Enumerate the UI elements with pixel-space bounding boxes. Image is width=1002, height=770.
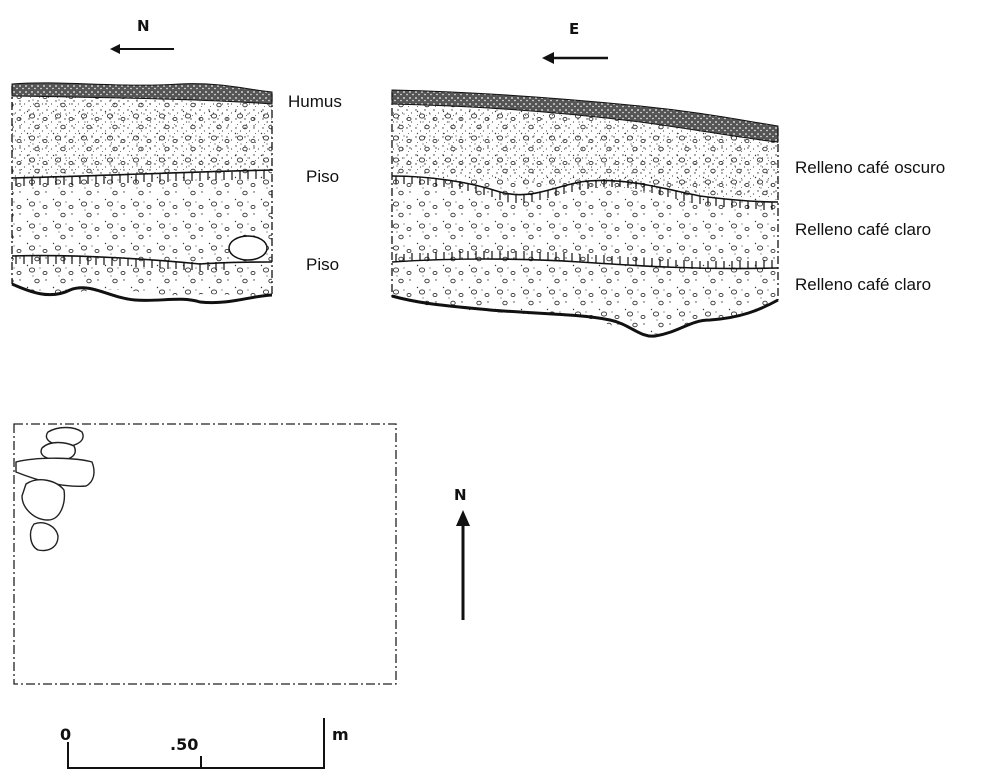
- section-left-stone: [228, 235, 268, 261]
- arrow-left-icon: [542, 52, 608, 64]
- section-right-direction-label: E: [569, 20, 579, 38]
- section-right-label-light-fill-2: Relleno café claro: [795, 275, 931, 294]
- section-right-base: [391, 294, 779, 338]
- section-left: N Humus Piso Piso: [11, 17, 342, 305]
- section-left-label-floor-2: Piso: [306, 255, 339, 274]
- section-right-boundary-lower: [391, 258, 779, 270]
- scale-bar-start-label: 0: [60, 725, 71, 744]
- scale-bar-unit-label: m: [332, 725, 349, 744]
- plan-north-label: N: [454, 486, 467, 504]
- scale-bar: 0 .50 m: [60, 718, 349, 769]
- section-right-humus-band: [391, 89, 779, 143]
- section-right-label-light-fill-1: Relleno café claro: [795, 220, 931, 239]
- arrow-left-icon: [110, 44, 174, 54]
- section-left-floor-lower: [11, 254, 273, 265]
- section-left-label-humus: Humus: [288, 92, 342, 111]
- scale-bar-mid-label: .50: [170, 735, 198, 754]
- plan-view: N: [13, 423, 470, 685]
- section-left-base: [11, 282, 273, 305]
- plan-outline: [13, 423, 397, 685]
- plan-stones: [15, 426, 95, 552]
- section-right-label-dark-fill: Relleno café oscuro: [795, 158, 945, 177]
- section-left-label-floor-1: Piso: [306, 167, 339, 186]
- section-left-floor-upper: [11, 169, 273, 179]
- north-arrow-icon: [456, 510, 470, 620]
- section-left-direction-label: N: [137, 17, 150, 35]
- section-right: E Relleno café oscuro Relleno café claro…: [391, 20, 945, 338]
- section-left-humus-band: [11, 82, 273, 105]
